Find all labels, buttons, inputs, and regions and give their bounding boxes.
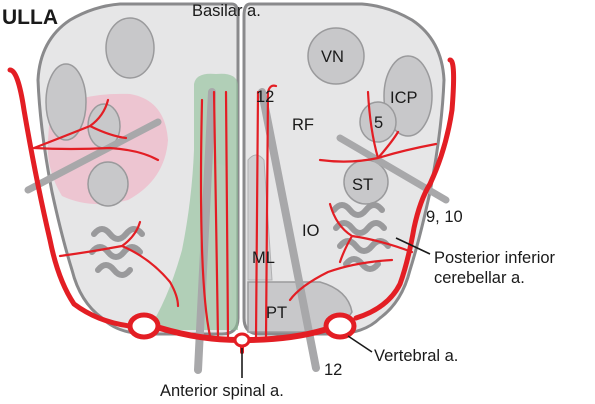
rf-label: RF <box>292 116 314 134</box>
vertebral-ring <box>326 315 354 337</box>
anterior-spinal-ring <box>235 334 249 346</box>
anterior-spinal-label: Anterior spinal a. <box>160 382 284 400</box>
ml-label: ML <box>252 249 275 267</box>
pica-label-line2: cerebellar a. <box>434 269 525 287</box>
left-icp-structure <box>46 64 86 140</box>
pt-label: PT <box>266 304 287 322</box>
vertebral-label: Vertebral a. <box>374 347 458 365</box>
n5-label: 5 <box>374 114 383 132</box>
icp-label: ICP <box>390 89 418 107</box>
n12-top-label: 12 <box>256 88 274 106</box>
io-label: IO <box>302 222 320 240</box>
left-vertebral-ring <box>130 315 158 337</box>
basilar-label: Basilar a. <box>192 2 261 20</box>
title-text: ULLA <box>2 6 58 29</box>
pica-label-line1: Posterior inferior <box>434 249 556 267</box>
st-label: ST <box>352 176 373 194</box>
n9-10-label: 9, 10 <box>426 208 463 226</box>
vertebral-leader <box>348 336 372 352</box>
left-st-structure <box>88 162 128 206</box>
n12-bottom-label: 12 <box>324 361 342 379</box>
left-vn-structure <box>106 18 154 78</box>
vn-label: VN <box>321 48 344 66</box>
